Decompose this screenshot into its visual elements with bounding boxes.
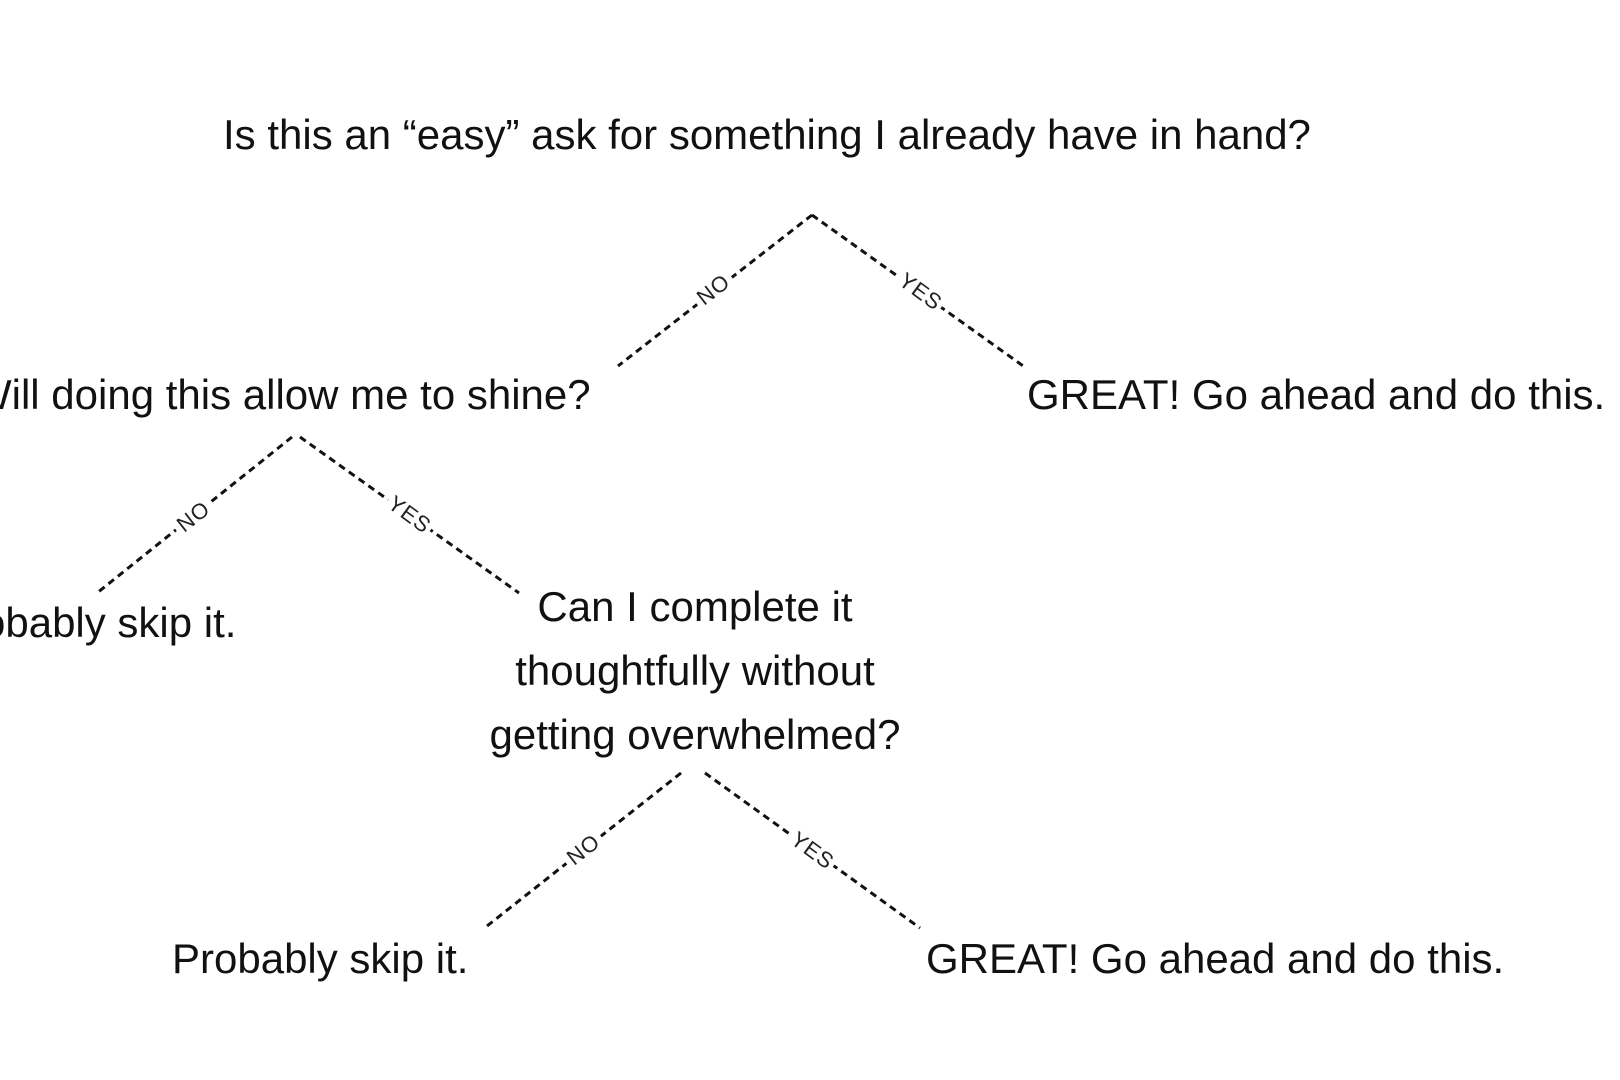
edge-shine-no: NO [96, 435, 293, 595]
node-skip-2: Probably skip it. [172, 935, 469, 982]
node-root-question: Is this an “easy” ask for something I al… [223, 111, 1311, 158]
node-great-1: GREAT! Go ahead and do this. [1027, 371, 1606, 418]
node-shine-question: Will doing this allow me to shine? [0, 371, 591, 418]
edge-complete-no: NO [486, 771, 682, 928]
node-great-2: GREAT! Go ahead and do this. [926, 935, 1505, 982]
node-complete-question: Can I complete it thoughtfully without g… [489, 583, 901, 758]
node-skip-1: Probably skip it. [0, 599, 237, 646]
edge-root-yes: YES [811, 213, 1027, 370]
edge-shine-yes: YES [299, 435, 520, 595]
edge-complete-yes: YES [704, 771, 921, 930]
edge-root-no: NO [617, 213, 813, 368]
